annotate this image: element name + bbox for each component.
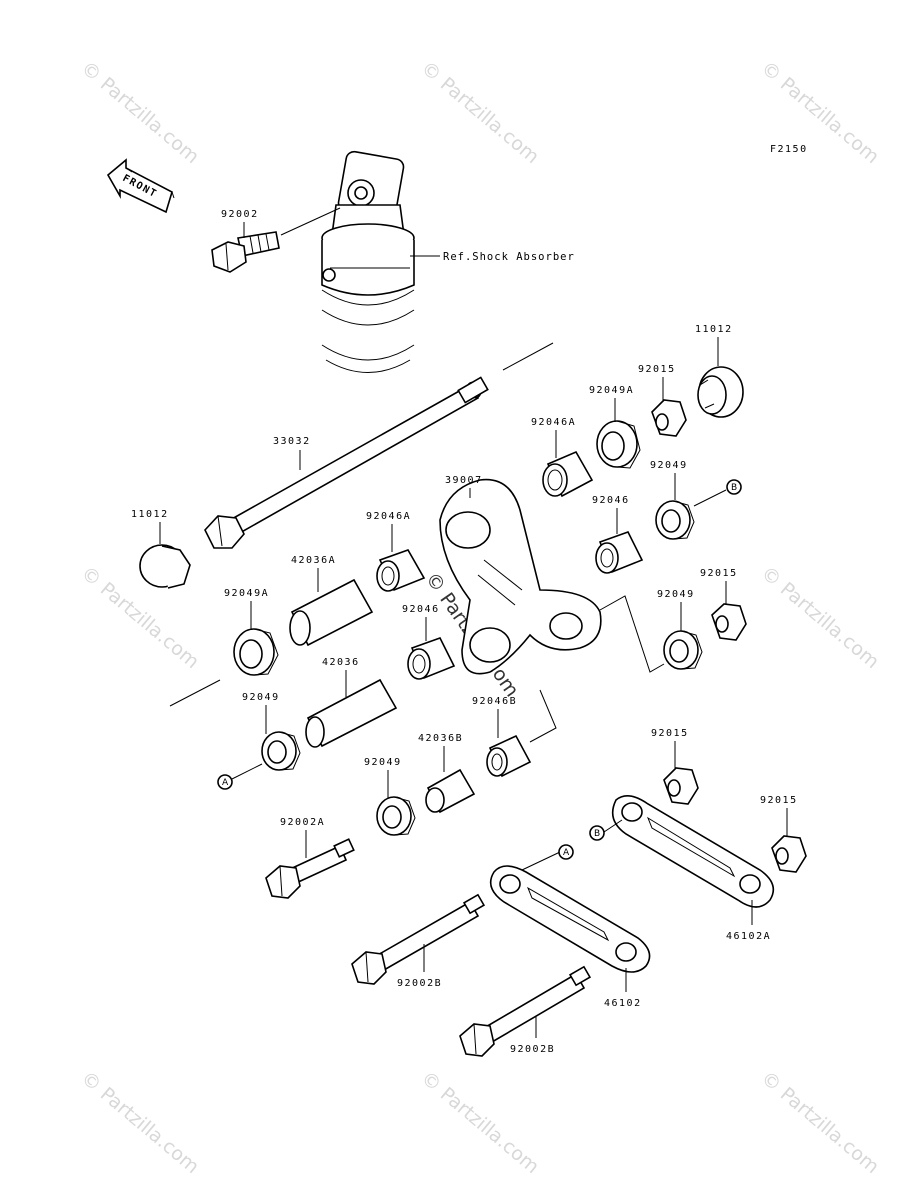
nut-92015-low-icon (663, 767, 699, 805)
bearing-92046-mid-icon (407, 637, 456, 680)
bolt-92002b-lower-icon (459, 965, 592, 1057)
callout-b-text-low: B (594, 829, 600, 839)
part-label-92002b-upper: 92002B (397, 978, 442, 989)
figure-code: F2150 (770, 144, 808, 155)
bolt-92002a-icon (265, 838, 355, 899)
callout-a-text-low: A (563, 848, 570, 858)
part-label-92002b-lower: 92002B (510, 1044, 555, 1055)
callout-b-marker (726, 479, 742, 495)
part-label-11012-left: 11012 (131, 509, 169, 520)
nut-92015-far-icon (771, 835, 807, 873)
nut-92015-mid-icon (711, 603, 747, 641)
sleeve-42036b-icon (425, 768, 476, 814)
callout-a-marker-low (558, 844, 574, 860)
collar-92049-left-icon (261, 731, 301, 771)
link-46102a-icon (611, 795, 775, 908)
watermark: © Partzilla.com (417, 57, 543, 168)
part-label-92015-far: 92015 (760, 795, 798, 806)
part-label-92049-low: 92049 (364, 757, 402, 768)
watermark: © Partzilla.com (77, 57, 203, 168)
bearing-92046a-top-icon (542, 450, 594, 498)
collar-92049a-top-icon (596, 420, 641, 469)
part-label-42036a: 42036A (291, 555, 336, 566)
callout-b-marker-low (589, 825, 605, 841)
part-label-33032: 33032 (273, 436, 311, 447)
bearing-92046a-mid-icon (376, 549, 426, 592)
collar-92049a-left-icon (233, 628, 279, 676)
part-label-92015-low: 92015 (651, 728, 689, 739)
callout-a-marker-left (217, 774, 233, 790)
part-label-92015-mid: 92015 (700, 568, 738, 579)
callout-a-text-left: A (222, 778, 229, 788)
cap-11012-left-icon (139, 544, 191, 589)
rocker-arm-39007-icon (439, 478, 602, 675)
part-label-92046a-mid: 92046A (366, 511, 411, 522)
link-46102-icon (489, 865, 651, 973)
front-arrow-icon: FRONT (106, 158, 175, 214)
part-label-92046-mid: 92046 (402, 604, 440, 615)
part-label-92002a: 92002A (280, 817, 325, 828)
collar-92049-right-icon (655, 500, 695, 540)
watermark: © Partzilla.com (77, 1067, 203, 1178)
part-label-11012-right: 11012 (695, 324, 733, 335)
bolt-92002-icon (211, 231, 280, 273)
part-label-92002: 92002 (221, 209, 259, 220)
part-label-42036b: 42036B (418, 733, 463, 744)
bearing-92046-right-icon (595, 531, 644, 574)
shock-absorber-icon (321, 150, 415, 373)
collar-92049-mid-icon (663, 630, 703, 670)
collar-92049-low-icon (376, 796, 416, 836)
bearing-92046b-icon (486, 734, 532, 778)
callout-b-text: B (731, 483, 737, 493)
sleeve-42036a-icon (289, 578, 374, 647)
part-label-92049-left: 92049 (242, 692, 280, 703)
watermark: © Partzilla.com (757, 1067, 883, 1178)
part-label-46102a: 46102A (726, 931, 771, 942)
part-label-92049a-top: 92049A (589, 385, 634, 396)
bolt-92002b-upper-icon (351, 893, 486, 985)
part-label-92046b: 92046B (472, 696, 517, 707)
part-label-46102: 46102 (604, 998, 642, 1009)
part-label-39007: 39007 (445, 475, 483, 486)
part-label-92049-right: 92049 (650, 460, 688, 471)
part-label-42036: 42036 (322, 657, 360, 668)
part-label-92049a-left: 92049A (224, 588, 269, 599)
part-label-92049-mid: 92049 (657, 589, 695, 600)
part-label-92015-top: 92015 (638, 364, 676, 375)
part-label-92046a-top: 92046A (531, 417, 576, 428)
cap-11012-right-icon (697, 366, 744, 418)
part-label-92046-right: 92046 (592, 495, 630, 506)
ref-shock-absorber-label: Ref.Shock Absorber (443, 251, 575, 263)
sleeve-42036-icon (305, 678, 398, 748)
watermark: © Partzilla.com (757, 562, 883, 673)
nut-92015-top-icon (651, 399, 687, 437)
watermark: © Partzilla.com (417, 1067, 543, 1178)
shaft-33032-icon (204, 376, 489, 549)
